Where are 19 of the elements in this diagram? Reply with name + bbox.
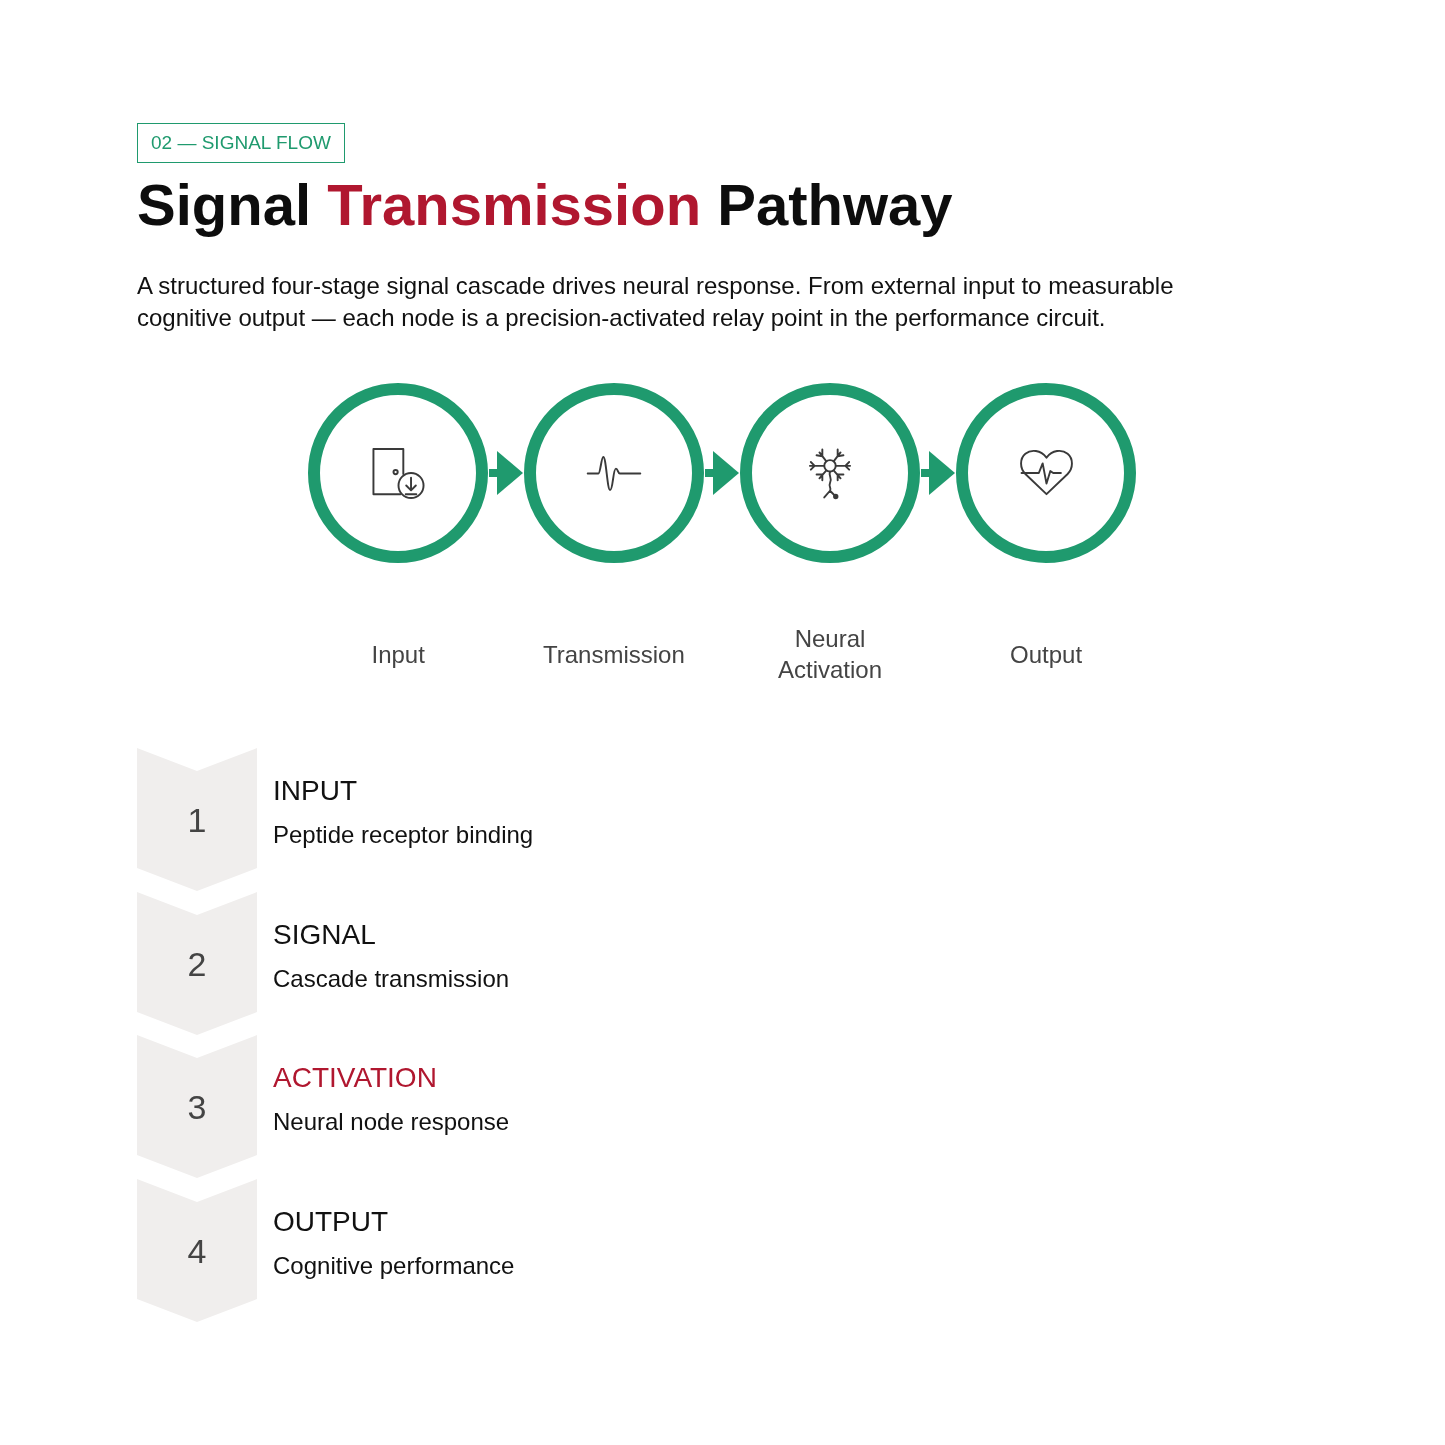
step-description: Peptide receptor binding bbox=[273, 820, 534, 850]
step-title: INPUT bbox=[273, 774, 357, 808]
step-number: 2 bbox=[187, 943, 207, 984]
stage-label: Transmission bbox=[543, 639, 685, 670]
step-description: Neural node response bbox=[273, 1107, 510, 1137]
step-title: OUTPUT bbox=[273, 1204, 389, 1239]
intro-paragraph: A structured four-stage signal cascade drives neural response. From external input to measurable cognitive output — each node is a precision-activated relay point in the performance circuit. bbox=[137, 271, 1175, 333]
step-title: ACTIVATION bbox=[273, 1061, 437, 1095]
stage-label: Input bbox=[371, 639, 425, 670]
step-title: SIGNAL bbox=[273, 917, 376, 952]
step-description: Cognitive performance bbox=[273, 1250, 515, 1281]
section-tag: 02 — SIGNAL FLOW bbox=[137, 123, 345, 163]
page-title: Signal Transmission Pathway bbox=[137, 171, 953, 239]
step-number: 1 bbox=[187, 800, 207, 840]
step-description: Cascade transmission bbox=[273, 963, 510, 994]
stage-label: Output bbox=[1010, 639, 1083, 670]
stage-label: Neural Activation bbox=[776, 624, 884, 685]
step-number: 4 bbox=[187, 1230, 207, 1271]
step-number: 3 bbox=[187, 1087, 207, 1127]
